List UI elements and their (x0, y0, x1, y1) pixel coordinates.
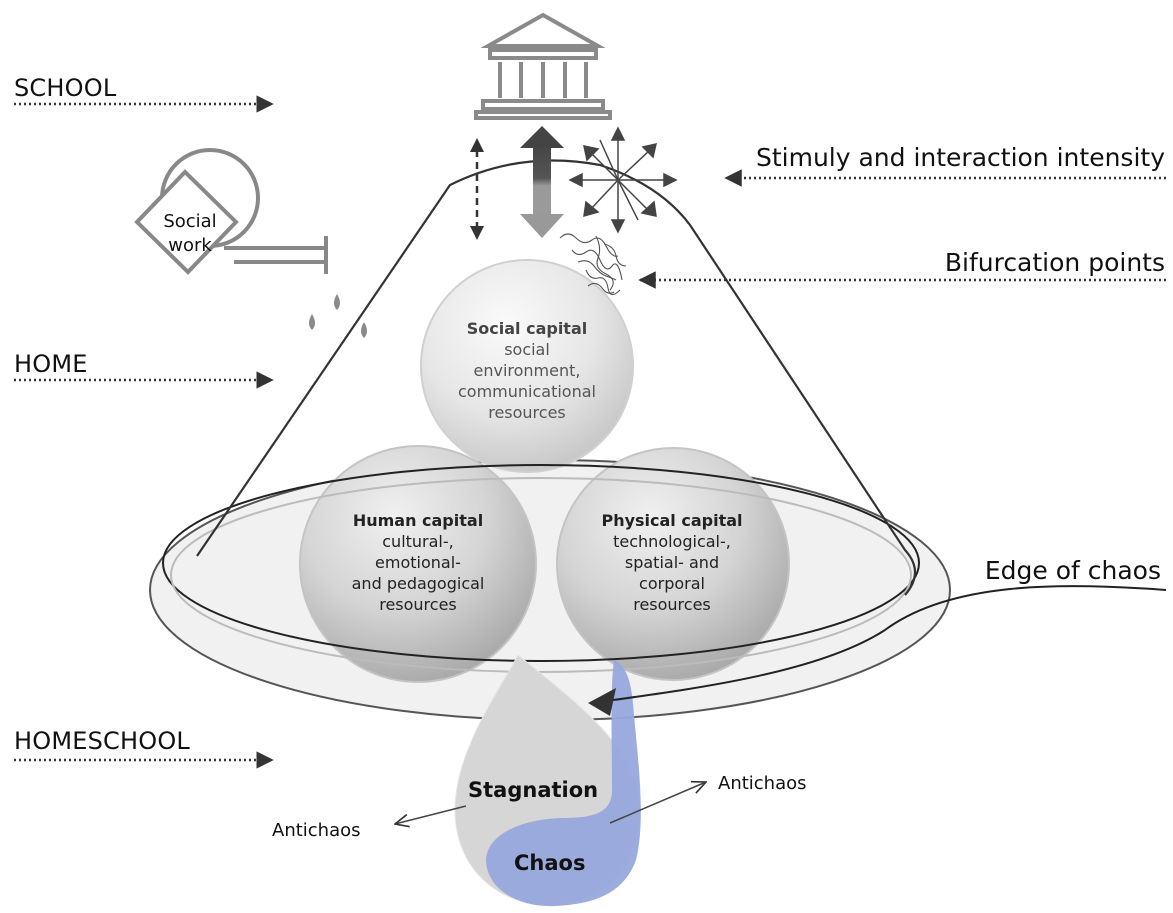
stagnation-label: Stagnation (468, 778, 599, 802)
interaction-double-arrow-icon (520, 126, 564, 238)
physical-capital-line4: resources (633, 595, 711, 614)
social-work-line2: work (168, 235, 212, 256)
level-label-home: HOME (14, 350, 88, 378)
chaos-label: Chaos (514, 851, 586, 875)
antichaos-right-arrow (609, 782, 706, 824)
human-capital-title: Human capital (352, 511, 484, 530)
human-capital-line1: cultural-, (382, 532, 454, 551)
dashed-double-arrow-icon (470, 138, 484, 240)
physical-capital-sphere (556, 447, 790, 681)
level-arrows (14, 95, 274, 769)
social-capital-line1: social (504, 340, 550, 359)
human-capital-line4: resources (379, 595, 457, 614)
social-work-line1: Social (163, 211, 217, 232)
social-capital-text: Social capital social environment, commu… (427, 318, 627, 423)
human-capital-sphere (299, 445, 537, 683)
social-capital-line2: environment, (473, 361, 581, 380)
social-capital-sphere (420, 259, 634, 473)
edge-of-chaos-label: Edge of chaos (984, 556, 1161, 585)
human-capital-line3: and pedagogical (351, 574, 485, 593)
bifurcation-squiggles (559, 233, 627, 296)
right-arrows (638, 169, 1166, 289)
inner-ring-shadow (170, 477, 912, 673)
edge-of-chaos-curve (605, 585, 1167, 702)
antichaos-right-label: Antichaos (718, 773, 807, 794)
social-capital-title: Social capital (466, 319, 588, 338)
school-building-icon (474, 12, 612, 120)
stimuly-label: Stimuly and interaction intensity (755, 143, 1165, 172)
physical-capital-line2: spatial- and (624, 553, 720, 572)
human-capital-line2: emotional- (375, 553, 461, 572)
antichaos-left-arrow (395, 805, 467, 824)
water-drops-icon (309, 294, 367, 338)
level-label-school: SCHOOL (14, 74, 117, 102)
cone-outline (196, 159, 917, 596)
human-capital-text: Human capital cultural-, emotional- and … (318, 510, 518, 615)
physical-capital-line3: corporal (639, 574, 705, 593)
chaos-shape (485, 660, 641, 907)
antichaos-left-label: Antichaos (272, 820, 361, 841)
social-capital-line4: resources (488, 403, 566, 422)
bifurcation-label: Bifurcation points (944, 248, 1165, 277)
physical-capital-title: Physical capital (601, 511, 743, 530)
stimuli-starburst-icon (568, 126, 678, 234)
inner-ring (162, 464, 920, 662)
social-work-label: Social work (160, 210, 220, 258)
social-capital-line3: communicational (458, 382, 596, 401)
physical-capital-line1: technological-, (613, 532, 731, 551)
level-label-homeschool: HOMESCHOOL (14, 727, 190, 755)
edge-of-chaos-arrowhead (588, 688, 616, 716)
physical-capital-text: Physical capital technological-, spatial… (572, 510, 772, 615)
watering-can-icon (134, 148, 328, 275)
